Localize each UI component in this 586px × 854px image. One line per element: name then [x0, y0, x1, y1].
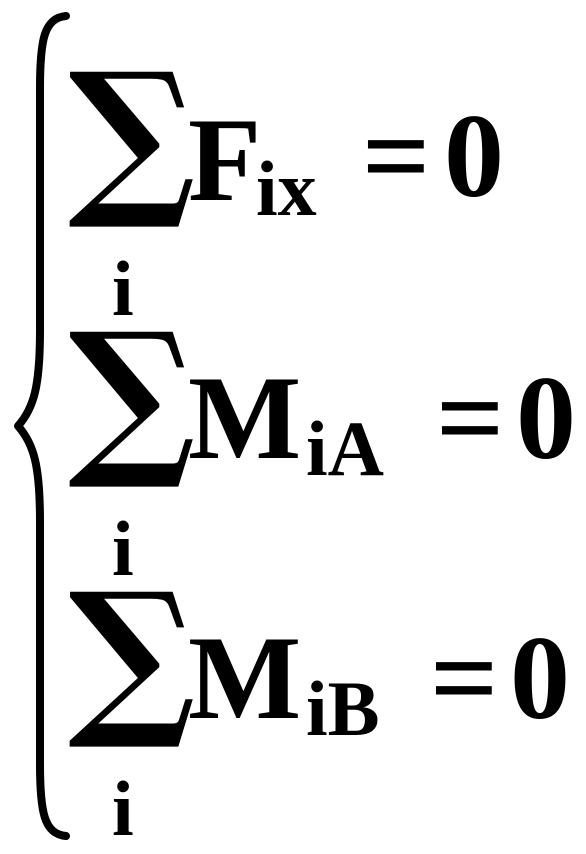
- summation-index: i: [112, 245, 134, 332]
- equation-row-2: ∑ i M iA = 0: [0, 260, 586, 588]
- rhs-zero: 0: [444, 89, 504, 222]
- rhs-zero: 0: [516, 351, 576, 484]
- moment-subscript: iA: [306, 405, 384, 492]
- equation-row-3: ∑ i M iB = 0: [0, 520, 586, 848]
- left-brace: [14, 12, 70, 840]
- summation-sign: ∑: [68, 555, 196, 755]
- moment-subscript: iB: [306, 665, 380, 752]
- equation-row-1: ∑ i F ix = 0: [0, 0, 586, 328]
- summation-sign: ∑: [68, 35, 196, 235]
- summation-index: i: [112, 505, 134, 592]
- equals-sign: =: [362, 89, 431, 222]
- moment-symbol: M: [188, 351, 302, 484]
- moment-symbol: M: [188, 611, 302, 744]
- rhs-zero: 0: [510, 611, 570, 744]
- force-symbol: F: [188, 93, 262, 226]
- summation-sign: ∑: [68, 295, 196, 495]
- summation-index: i: [112, 765, 134, 852]
- equals-sign: =: [430, 611, 499, 744]
- equals-sign: =: [436, 351, 505, 484]
- force-subscript: ix: [256, 145, 317, 232]
